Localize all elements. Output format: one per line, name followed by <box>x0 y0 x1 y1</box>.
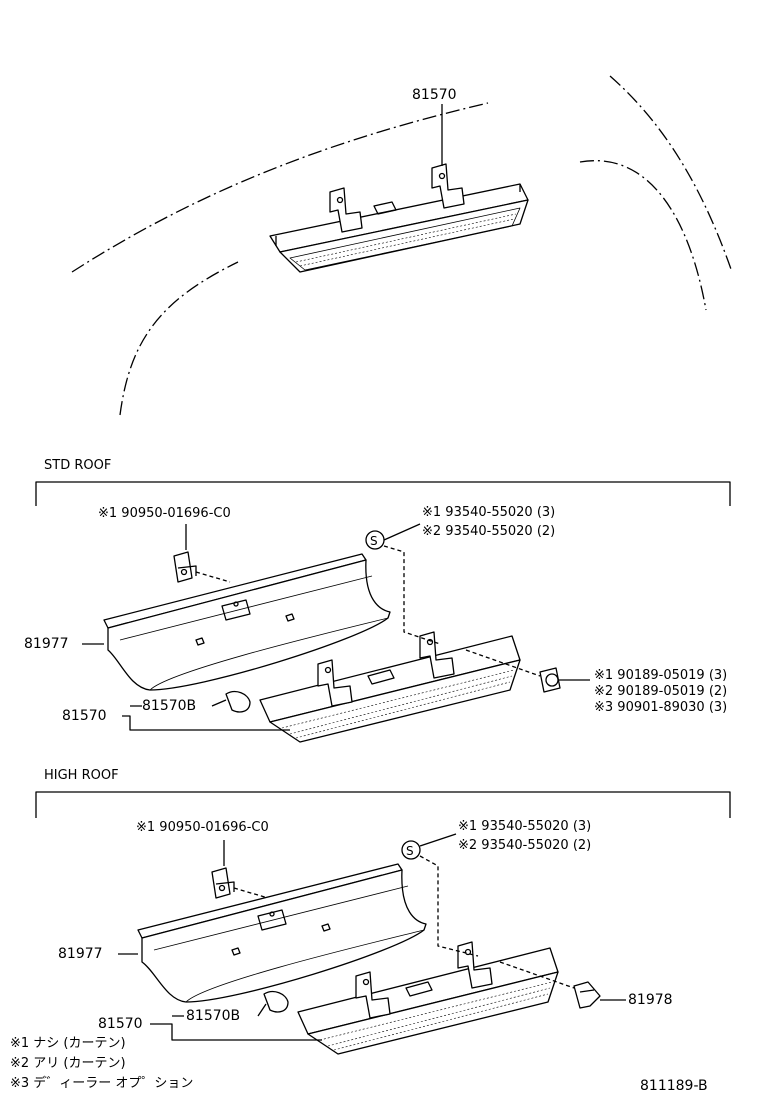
high-assembly-part: 81570 <box>98 1016 143 1032</box>
high-lamp-drawing <box>263 833 626 1055</box>
high-clip-label: ※1 90950-01696-C0 <box>136 820 269 835</box>
note-2: ※2 アリ (カーテン) <box>10 1056 126 1071</box>
std-right-label-1: ※1 90189-05019 (3) <box>594 668 728 683</box>
high-lens-part: 81977 <box>58 946 103 962</box>
high-screw-label-1: ※1 93540-55020 (3) <box>458 819 592 834</box>
std-lamp-drawing <box>225 523 590 743</box>
high-clip-drawing <box>211 840 269 899</box>
std-screw-label-1: ※1 93540-55020 (3) <box>422 505 556 520</box>
high-leaders <box>118 953 322 1041</box>
std-right-label-3: ※3 90901-89030 (3) <box>594 700 728 715</box>
high-screw-label-2: ※2 93540-55020 (2) <box>458 838 592 853</box>
high-bulb-part: 81570B <box>186 1008 241 1024</box>
std-lens-drawing <box>103 553 391 691</box>
std-screw-symbol: S <box>370 534 378 548</box>
top-part-number: 81570 <box>412 87 457 103</box>
std-right-label-2: ※2 90189-05019 (2) <box>594 684 728 699</box>
std-screw-label-2: ※2 93540-55020 (2) <box>422 524 556 539</box>
std-roof-frame <box>35 481 731 506</box>
top-lamp-drawing <box>269 104 529 273</box>
roof-outline <box>71 75 733 416</box>
std-clip-drawing <box>173 524 231 583</box>
note-3: ※3 デ゛ィーラー オプ゜ション <box>10 1076 194 1091</box>
high-clip-right-part: 81978 <box>628 992 673 1008</box>
std-assembly-part: 81570 <box>62 708 107 724</box>
diagram-id: 811189-B <box>640 1078 708 1094</box>
high-lens-drawing <box>137 863 427 1003</box>
std-roof-title: STD ROOF <box>44 458 112 473</box>
std-clip-label: ※1 90950-01696-C0 <box>98 506 231 521</box>
high-roof-frame <box>35 791 731 818</box>
note-1: ※1 ナシ (カーテン) <box>10 1036 126 1051</box>
high-roof-title: HIGH ROOF <box>44 768 119 783</box>
screw-symbols: S S <box>370 534 414 858</box>
std-lens-part: 81977 <box>24 636 69 652</box>
high-screw-symbol: S <box>406 844 414 858</box>
std-bulb-part: 81570B <box>142 698 197 714</box>
std-leaders <box>82 643 290 731</box>
